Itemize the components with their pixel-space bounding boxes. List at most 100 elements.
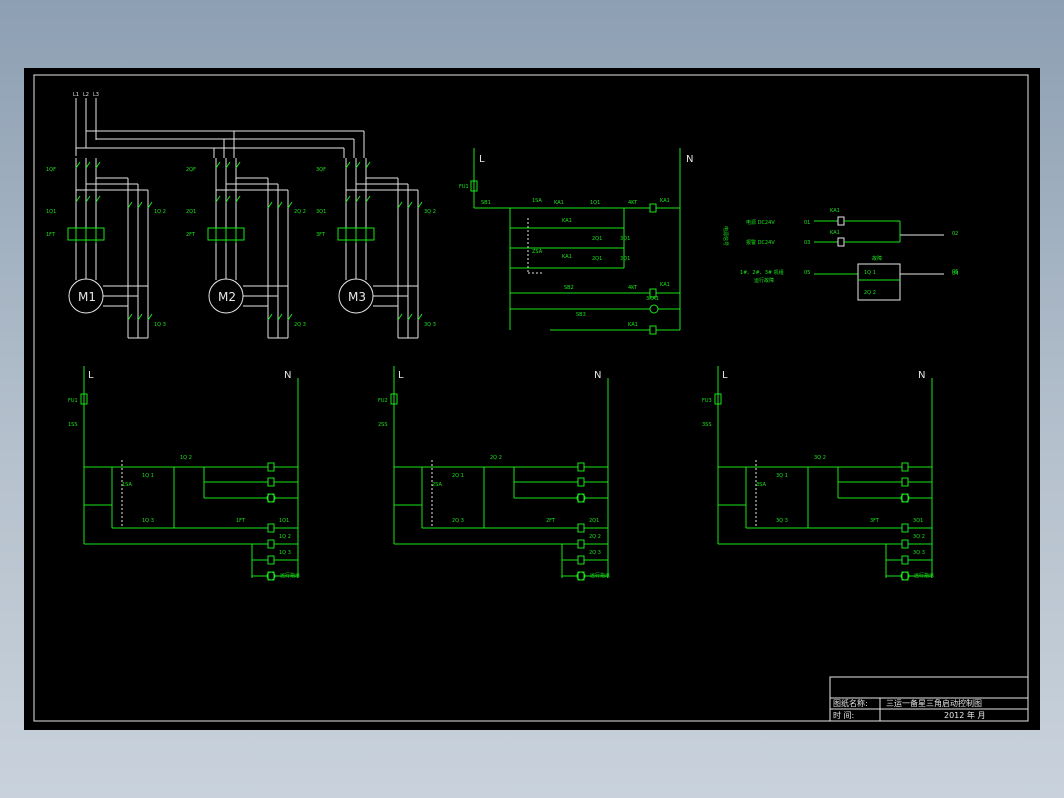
live-line-label: L [722, 370, 728, 381]
svg-text:KA1: KA1 [660, 198, 670, 204]
svg-text:01: 01 [804, 220, 810, 226]
svg-text:SB2: SB2 [564, 285, 574, 291]
motor-label: M1 [78, 290, 96, 304]
alarm-signal-circuit: 电源信号 电源 DC24V 01 02 报警 DC24V 03 04 KA1 K… [722, 208, 958, 301]
fuse-label: FU3 [702, 398, 712, 404]
svg-text:SB1: SB1 [481, 200, 491, 206]
motor-label: M2 [218, 290, 236, 304]
breaker-label: 2QF [186, 167, 196, 173]
svg-text:04: 04 [952, 271, 958, 277]
svg-text:电源 DC24V: 电源 DC24V [746, 219, 775, 226]
component-label: 1FT [236, 518, 246, 524]
fuse-symbol [470, 180, 478, 192]
contactor-label: 1Q 2 [154, 209, 166, 215]
component-label: 3Q 1 [776, 473, 788, 479]
neutral-line-label: N [686, 154, 693, 165]
motor-label: M3 [348, 290, 366, 304]
component-label: 3Q 3 [776, 518, 788, 524]
drawing-viewport[interactable]: L1 L2 L3 M1 1QF 1Q1 1FT 1Q 2 1Q 3 M2 2QF 2Q1 2FT 2… [24, 68, 1040, 730]
component-label: 1Q 1 [142, 473, 154, 479]
relay-label: 2FT [186, 232, 196, 238]
relay-label: 3FT [316, 232, 326, 238]
svg-text:KA1: KA1 [830, 208, 840, 214]
contactor-label: 2Q1 [186, 209, 196, 215]
date-value: 2012 年 月 [944, 710, 985, 720]
fuse-label: FU1 [459, 184, 469, 190]
svg-text:03: 03 [804, 240, 810, 246]
component-label: 2Q 3 [452, 518, 464, 524]
main-control-circuit: L N FU1 SB1 1SA KA1 1Q1 4KT KA1 2Q1 3Q1 … [459, 148, 693, 335]
svg-text:运行故障: 运行故障 [754, 277, 774, 284]
svg-text:KA1: KA1 [562, 254, 572, 260]
date-label: 时 间: [833, 710, 854, 720]
contactor-label: 1Q 3 [154, 322, 166, 328]
fuse-label: FU1 [68, 398, 78, 404]
svg-text:ZSA: ZSA [532, 249, 543, 255]
neutral-line-label: N [594, 370, 601, 381]
component-label: 2Q 2 [490, 455, 502, 461]
svg-text:3Q1: 3Q1 [620, 256, 630, 262]
component-label: 2Q 3 [589, 550, 601, 556]
fuse-label: FU2 [378, 398, 388, 404]
svg-text:2Q1: 2Q1 [592, 236, 602, 242]
component-label: 3FT [870, 518, 880, 524]
component-label: 3Q 2 [814, 455, 826, 461]
breaker-label: 1QF [46, 167, 56, 173]
component-label: 1Q 2 [279, 534, 291, 540]
svg-text:KA1: KA1 [830, 230, 840, 236]
contactor-label: 3Q 2 [424, 209, 436, 215]
svg-text:2Q1: 2Q1 [592, 256, 602, 262]
side-label: 电源信号 [722, 226, 729, 246]
svg-text:05: 05 [804, 270, 810, 276]
svg-text:4KT: 4KT [628, 200, 638, 206]
live-line-label: L [398, 370, 404, 381]
svg-text:KA1: KA1 [660, 282, 670, 288]
component-label: 1Q 2 [180, 455, 192, 461]
svg-text:1SA: 1SA [532, 198, 542, 204]
thermal-relay [337, 227, 375, 241]
component-label: 3Q1 [913, 518, 923, 524]
svg-text:故障: 故障 [872, 255, 882, 262]
svg-text:1Q1: 1Q1 [590, 200, 600, 206]
stop-switch-label: 3SS [702, 422, 712, 428]
relay-label: 1FT [46, 232, 56, 238]
thermal-relay [207, 227, 245, 241]
thermal-relay [67, 227, 105, 241]
contactor-label: 2Q 3 [294, 322, 306, 328]
svg-text:KA1: KA1 [562, 218, 572, 224]
component-label: 2Q 2 [589, 534, 601, 540]
phase-label: L2 [83, 92, 89, 98]
component-label: 1Q 3 [279, 550, 291, 556]
motor-unit: M1 1QF 1Q1 1FT 1Q 2 1Q 3 [46, 158, 166, 339]
phase-label: L1 [73, 92, 79, 98]
component-label: 3Q 2 [913, 534, 925, 540]
svg-text:KA1: KA1 [554, 200, 564, 206]
contactor-label: 3Q1 [316, 209, 326, 215]
svg-text:3Q1: 3Q1 [620, 236, 630, 242]
svg-text:KA1: KA1 [628, 322, 638, 328]
component-label: 2Q1 [589, 518, 599, 524]
neutral-line-label: N [284, 370, 291, 381]
svg-text:1#、2#、3# 机组: 1#、2#、3# 机组 [740, 269, 784, 276]
svg-text:1Q 1: 1Q 1 [864, 270, 876, 276]
selector-label: 1SA [122, 482, 132, 488]
svg-text:06: 06 [952, 269, 958, 275]
component-label: 3Q 3 [913, 550, 925, 556]
stop-switch-label: 2SS [378, 422, 388, 428]
component-label: 1Q1 [279, 518, 289, 524]
svg-text:3KA1: 3KA1 [646, 296, 659, 302]
component-label: 1Q 3 [142, 518, 154, 524]
cad-drawing: L1 L2 L3 M1 1QF 1Q1 1FT 1Q 2 1Q 3 M2 2QF 2Q1 2FT 2… [33, 74, 1029, 722]
selector-label: 2SA [432, 482, 442, 488]
title-block: 图纸名称: 三运一备星三角启动控制图 时 间: 2012 年 月 [829, 676, 1029, 722]
phase-label: L3 [93, 92, 99, 98]
svg-text:02: 02 [952, 231, 958, 237]
contactor-label: 1Q1 [46, 209, 56, 215]
svg-text:报警 DC24V: 报警 DC24V [746, 239, 775, 246]
breaker-label: 3QF [316, 167, 326, 173]
component-label: 2Q 1 [452, 473, 464, 479]
drawing-name-value: 三运一备星三角启动控制图 [886, 698, 982, 708]
